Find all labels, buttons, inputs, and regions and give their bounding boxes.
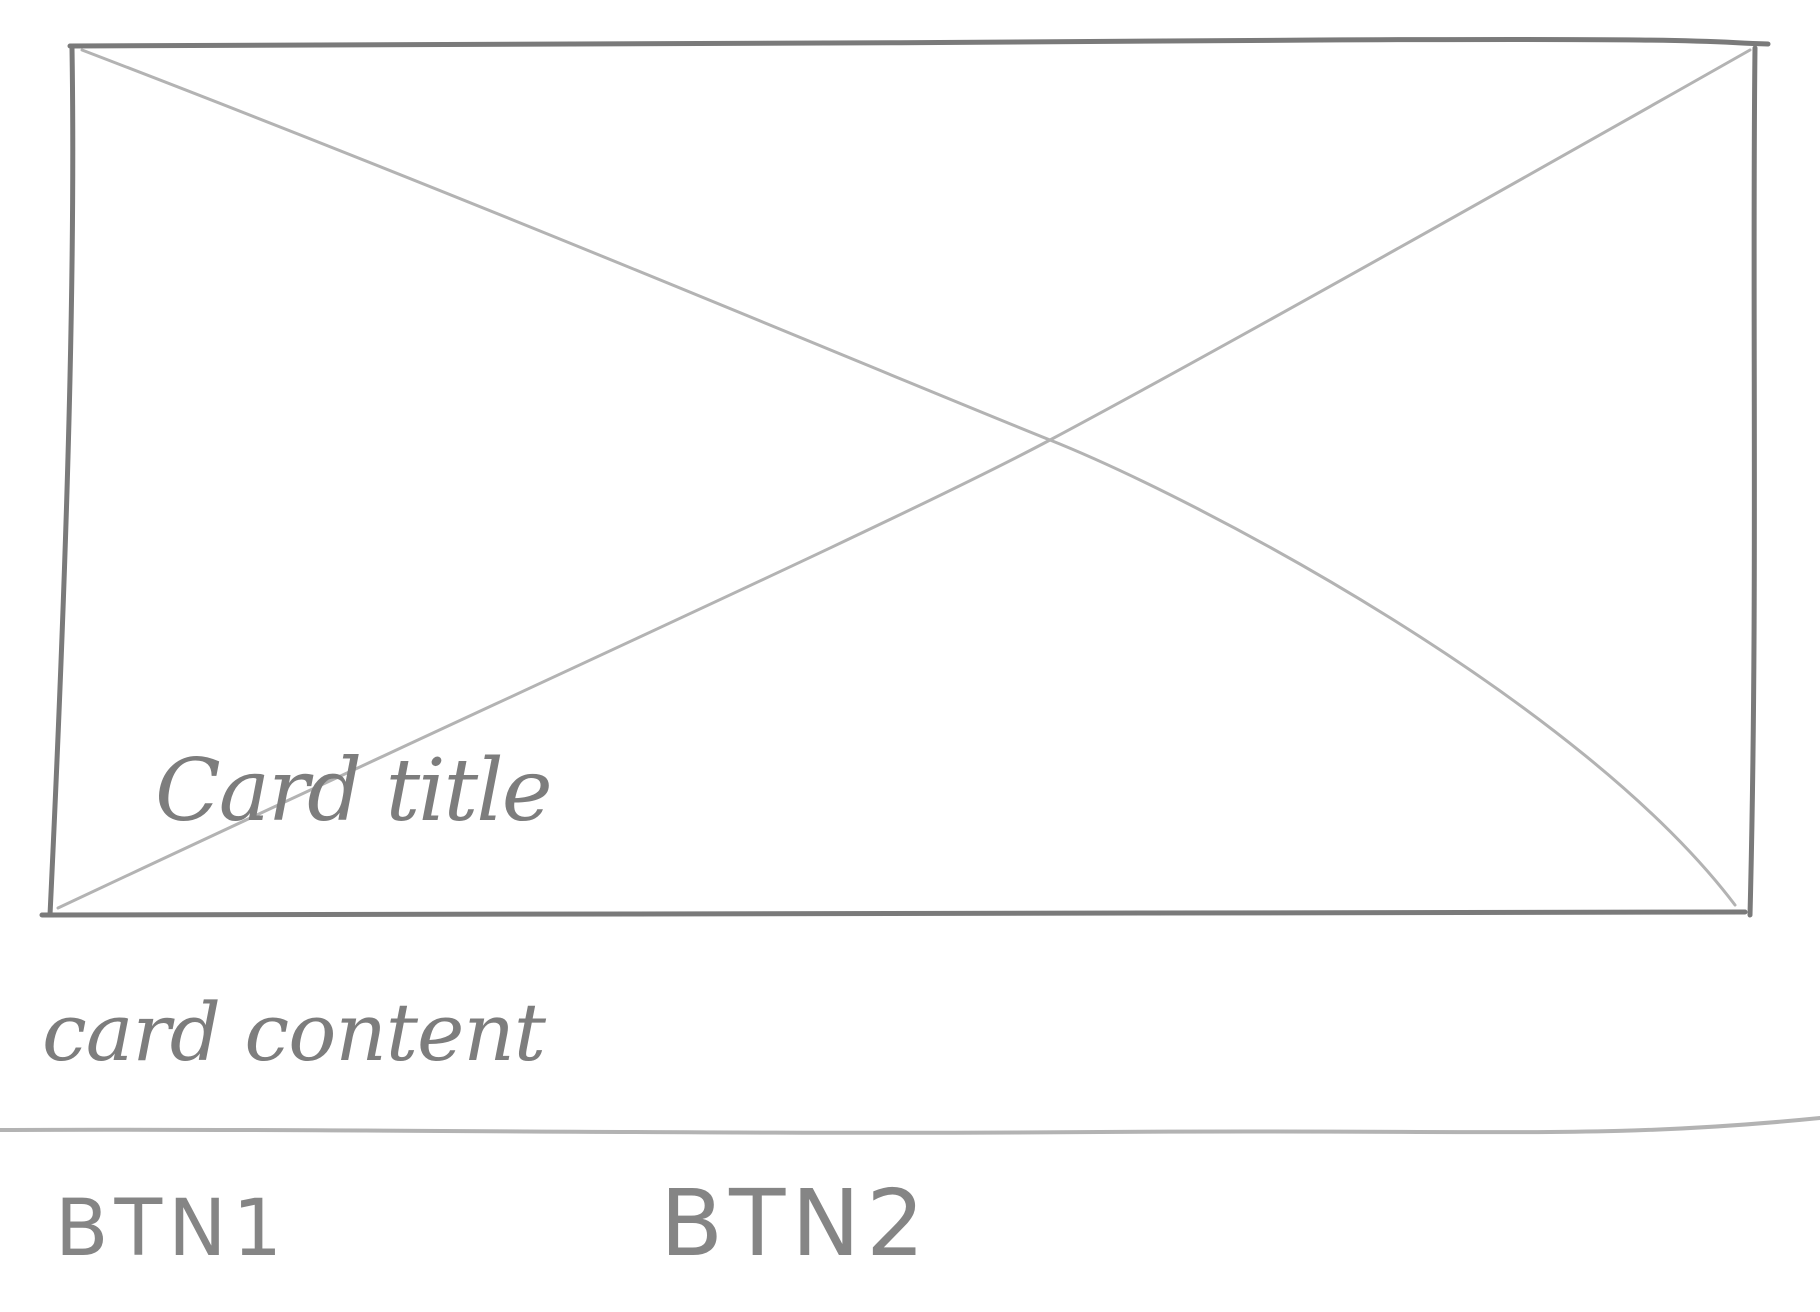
btn2-button[interactable]: BTN2 [660, 1170, 931, 1277]
image-right-edge [1747, 45, 1758, 918]
image-top-edge [67, 36, 1771, 49]
image-bottom-edge [39, 908, 1748, 918]
card-image-placeholder [39, 36, 1771, 918]
card-title: Card title [155, 741, 551, 841]
image-x-line-1 [80, 48, 1737, 907]
image-x-line-2 [56, 48, 1752, 910]
card-content: card content [42, 986, 547, 1079]
image-left-edge [47, 45, 76, 918]
btn1-button[interactable]: BTN1 [55, 1184, 288, 1274]
divider-line [0, 1116, 1820, 1135]
